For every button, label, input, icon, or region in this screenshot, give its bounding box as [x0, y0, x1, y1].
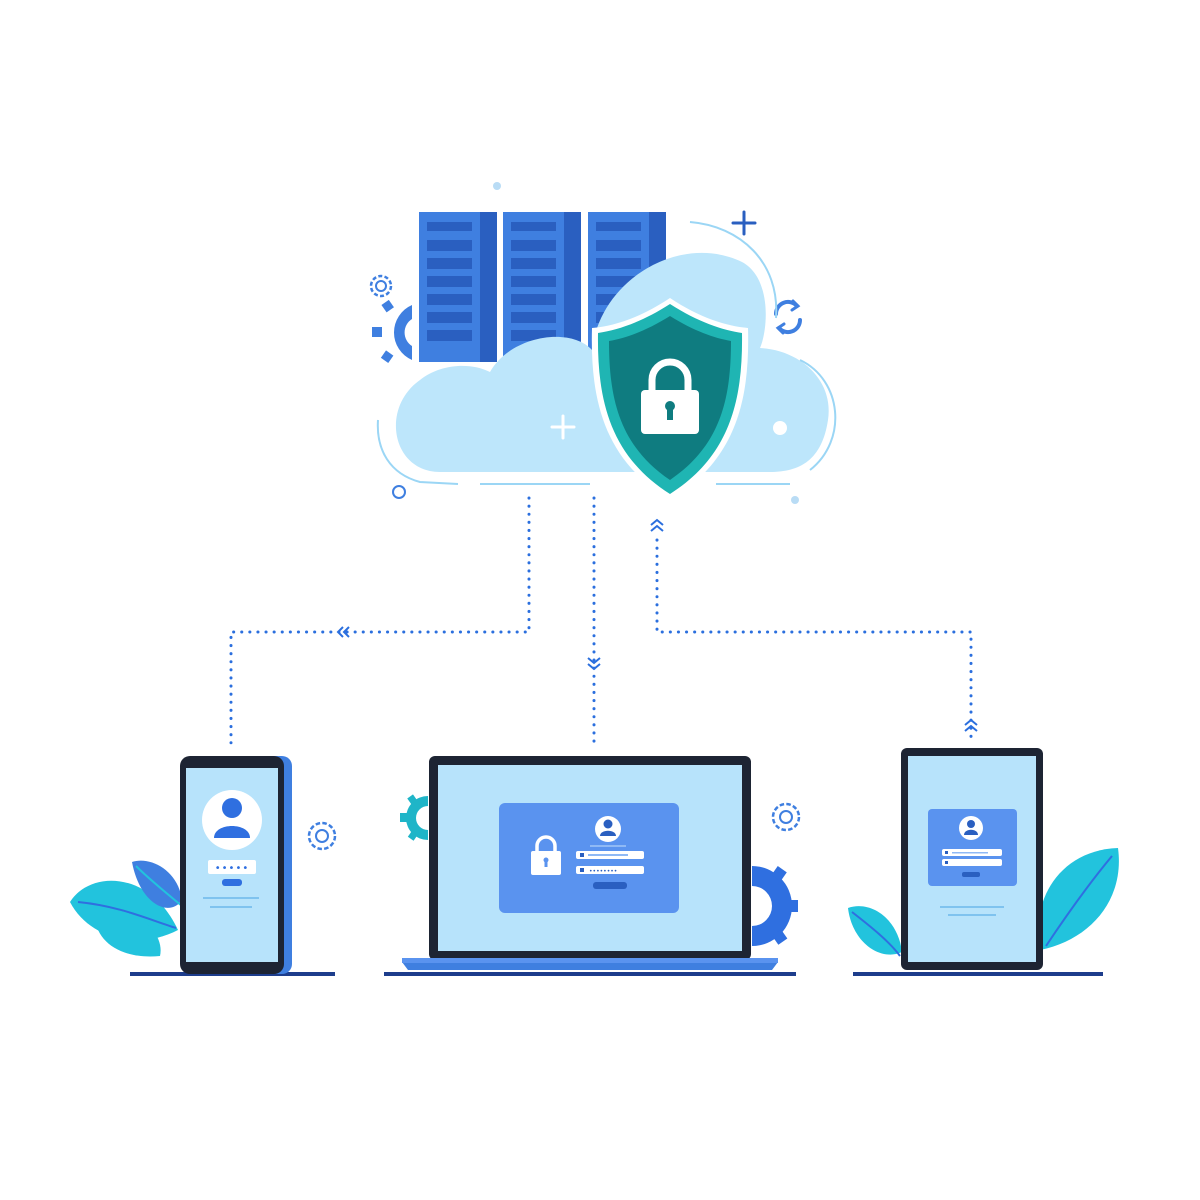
connector-arrows: [336, 518, 978, 732]
sync-arrows-icon: [773, 299, 803, 335]
password-field: [576, 866, 644, 874]
pin-mask: •••••: [215, 863, 250, 874]
chevron-up-icon: [964, 718, 978, 732]
plus-icon: [731, 210, 757, 236]
leaf-icon: [132, 860, 183, 908]
login-button: [962, 872, 980, 877]
decor-dot: [392, 485, 406, 499]
server-rack-icon: [503, 212, 581, 362]
text-line: [948, 914, 996, 916]
text-line: [203, 897, 259, 899]
smartphone-group: •••••: [70, 756, 337, 976]
gear-icon: [307, 821, 337, 851]
gear-icon: [752, 866, 798, 946]
laptop-group: ••••••••: [384, 756, 801, 976]
tablet-group: [848, 748, 1119, 976]
gear-icon: [372, 299, 412, 363]
chevron-up-icon: [650, 518, 664, 532]
decor-dot: [773, 421, 787, 435]
chevron-left-icon: [336, 626, 350, 638]
leaf-icon: [1038, 848, 1119, 950]
user-avatar-icon: [959, 816, 983, 840]
password-field: [942, 859, 1002, 866]
user-avatar-icon: [595, 816, 621, 842]
connector-to-tablet: [655, 538, 973, 742]
ground-line: [384, 972, 796, 976]
ground-line: [853, 972, 1103, 976]
shield-lock-icon: [591, 298, 749, 500]
gear-icon: [771, 802, 801, 832]
text-line: [590, 845, 626, 847]
server-rack-icon: [419, 212, 497, 362]
gear-icon: [400, 794, 428, 841]
user-avatar-icon: [202, 790, 262, 850]
login-panel: [928, 809, 1017, 886]
password-mask: ••••••••: [589, 868, 617, 875]
padlock-icon: [531, 835, 561, 875]
login-button: [222, 879, 242, 886]
connector-to-phone: [229, 496, 531, 750]
network-connectors: [229, 496, 973, 750]
tablet-icon: [901, 748, 1043, 970]
text-line: [210, 906, 252, 908]
login-button: [593, 882, 627, 889]
text-line: [940, 906, 1004, 908]
pin-field: [208, 860, 256, 874]
leaf-icon: [848, 906, 902, 957]
gear-icon: [369, 274, 393, 298]
decor-dot: [493, 182, 501, 190]
plus-icon: [550, 414, 576, 440]
smartphone-icon: •••••: [180, 756, 292, 974]
cloud-server-group: [369, 182, 837, 504]
chevron-down-icon: [587, 657, 601, 671]
laptop-icon: ••••••••: [402, 756, 778, 970]
decor-dot: [791, 496, 799, 504]
padlock-icon: [641, 358, 699, 434]
